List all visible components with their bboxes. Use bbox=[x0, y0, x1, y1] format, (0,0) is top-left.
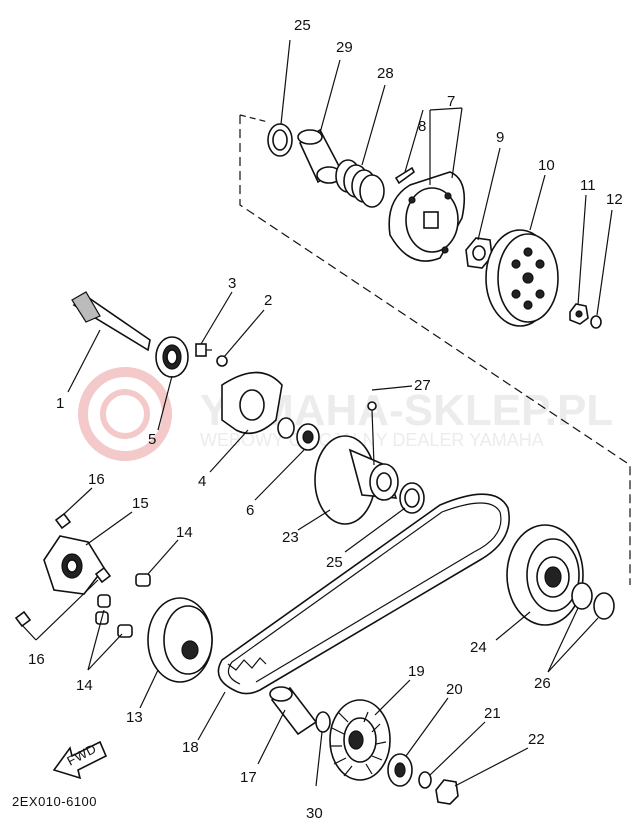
callout-15: 15 bbox=[132, 495, 149, 512]
o-ring-26b bbox=[593, 592, 615, 620]
ring-25-top bbox=[267, 123, 293, 157]
callout-25-lower: 25 bbox=[326, 554, 343, 571]
slider-16c bbox=[14, 610, 32, 628]
washer-12 bbox=[590, 315, 602, 329]
callout-labels: 25 29 28 7 8 9 10 11 12 3 2 27 1 5 4 16 … bbox=[28, 17, 623, 822]
callout-30: 30 bbox=[306, 805, 323, 822]
callout-16-bottom: 16 bbox=[28, 651, 45, 668]
leader-lines bbox=[21, 39, 613, 787]
shaft-1 bbox=[71, 291, 151, 352]
washer-21 bbox=[418, 771, 432, 789]
fan-19 bbox=[329, 699, 391, 781]
slider-16a bbox=[54, 512, 72, 530]
bearing-6 bbox=[277, 417, 320, 451]
diagram-code: 2EX010-6100 bbox=[12, 794, 97, 809]
washer-30 bbox=[315, 711, 331, 733]
roller-14b bbox=[97, 594, 111, 608]
callout-4: 4 bbox=[198, 473, 206, 490]
callout-16-top: 16 bbox=[88, 471, 105, 488]
callout-17: 17 bbox=[240, 769, 257, 786]
bearing-5 bbox=[155, 336, 189, 378]
callout-25-top: 25 bbox=[294, 17, 311, 34]
nut-22 bbox=[435, 779, 459, 805]
v-belt-18 bbox=[217, 493, 510, 695]
callout-13: 13 bbox=[126, 709, 143, 726]
callout-19: 19 bbox=[408, 663, 425, 680]
washer-20 bbox=[387, 753, 413, 787]
callout-2: 2 bbox=[264, 292, 272, 309]
callout-5: 5 bbox=[148, 431, 156, 448]
primary-sheave-13 bbox=[147, 597, 213, 683]
callout-26: 26 bbox=[534, 675, 551, 692]
collar-29 bbox=[297, 128, 342, 184]
callout-20: 20 bbox=[446, 681, 463, 698]
roller-14a bbox=[135, 573, 151, 587]
callout-23: 23 bbox=[282, 529, 299, 546]
callout-14-right: 14 bbox=[176, 524, 193, 541]
callout-27: 27 bbox=[414, 377, 431, 394]
nut-11 bbox=[569, 303, 589, 325]
pin-8 bbox=[394, 166, 416, 185]
clutch-carrier-7 bbox=[388, 171, 466, 262]
watermark-logo-icon bbox=[78, 367, 172, 461]
callout-21: 21 bbox=[484, 705, 501, 722]
callout-29: 29 bbox=[336, 39, 353, 56]
callout-28: 28 bbox=[377, 65, 394, 82]
secondary-sheave-23 bbox=[314, 401, 399, 525]
plate-4 bbox=[221, 371, 283, 435]
callout-7: 7 bbox=[447, 93, 455, 110]
callout-10: 10 bbox=[538, 157, 555, 174]
callout-22: 22 bbox=[528, 731, 545, 748]
callout-1: 1 bbox=[56, 395, 64, 412]
callout-18: 18 bbox=[182, 739, 199, 756]
washer-2 bbox=[216, 355, 228, 367]
callout-11: 11 bbox=[580, 177, 596, 194]
spring-28 bbox=[335, 159, 385, 208]
callout-14-bottom: 14 bbox=[76, 677, 93, 694]
o-ring-26a bbox=[571, 582, 593, 610]
slider-16b bbox=[94, 566, 112, 584]
callout-9: 9 bbox=[496, 129, 504, 146]
callout-12: 12 bbox=[606, 191, 623, 208]
driven-pulley-24 bbox=[506, 524, 584, 626]
bolt-3 bbox=[195, 343, 212, 357]
callout-24: 24 bbox=[470, 639, 487, 656]
forward-arrow-icon: FWD bbox=[52, 741, 108, 780]
callout-6: 6 bbox=[246, 502, 254, 519]
callout-8: 8 bbox=[418, 118, 426, 135]
clutch-group-outline bbox=[239, 115, 631, 585]
cam-plate-15 bbox=[43, 535, 105, 595]
ring-25-lower bbox=[399, 482, 425, 514]
clutch-housing-10 bbox=[485, 229, 559, 327]
callout-3: 3 bbox=[228, 275, 236, 292]
